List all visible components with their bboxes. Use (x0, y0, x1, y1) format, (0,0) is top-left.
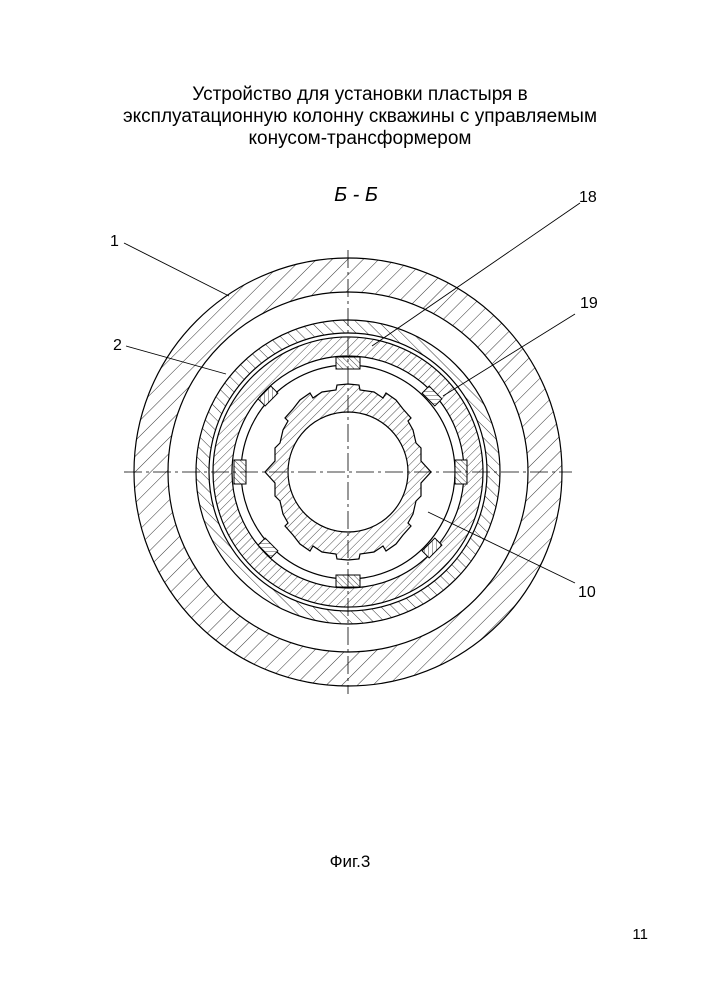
callout-19: 19 (580, 295, 598, 312)
figure-caption: Фиг.3 (300, 852, 400, 872)
callout-10: 10 (578, 584, 596, 601)
center-lines (124, 250, 572, 694)
page-number: 11 (608, 926, 648, 943)
callout-18: 18 (579, 189, 597, 206)
callout-1: 1 (110, 233, 119, 250)
leader-1 (124, 243, 229, 296)
callout-2: 2 (113, 337, 122, 354)
